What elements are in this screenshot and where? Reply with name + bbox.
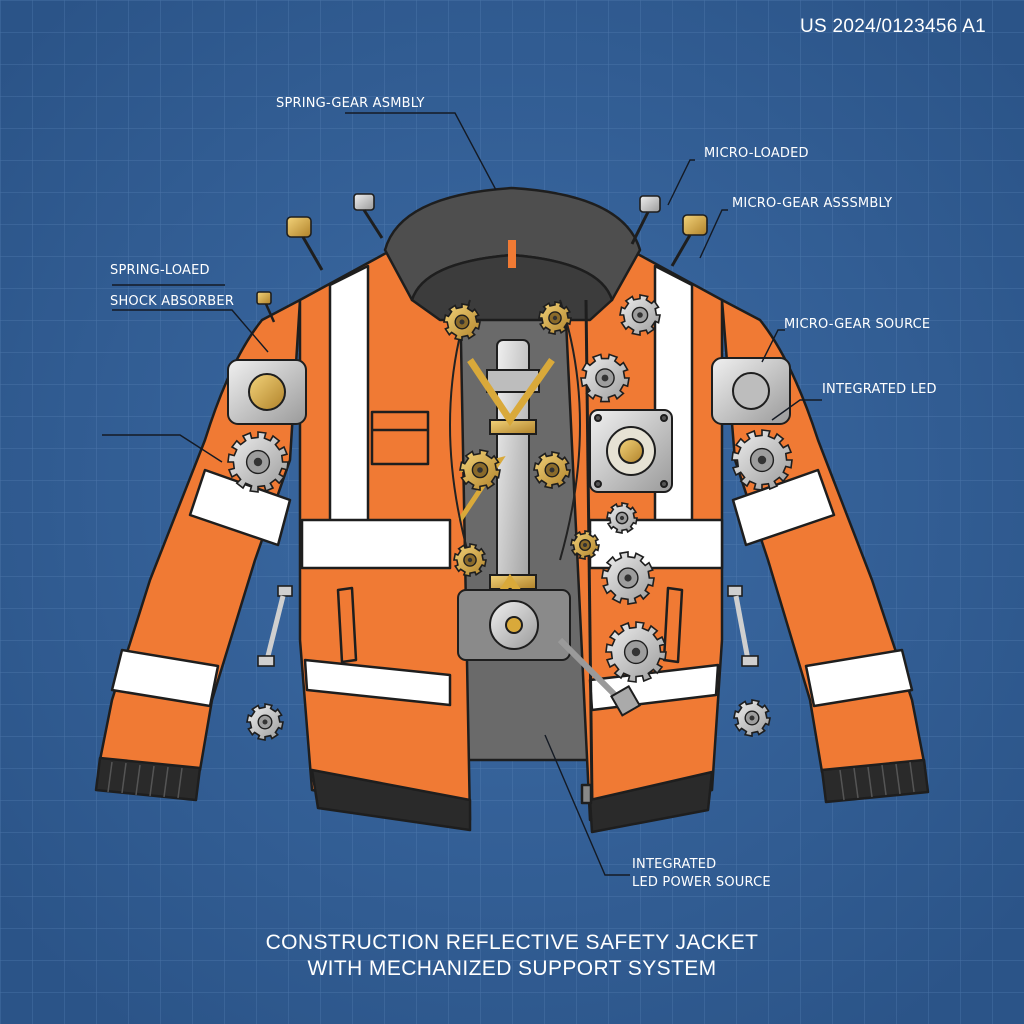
left-sleeve-stripe-upper <box>188 468 292 547</box>
screw-brass-right <box>670 214 708 267</box>
pin-left <box>257 585 293 667</box>
leader-integrated-led-power <box>544 734 630 876</box>
floating-gear-left-icon <box>246 703 284 741</box>
right-sleeve-stripe-lower <box>804 648 914 708</box>
small-gear-2-icon <box>570 530 600 560</box>
pin-right <box>727 585 759 667</box>
figure-title-line1: CONSTRUCTION REFLECTIVE SAFETY JACKET <box>265 931 759 954</box>
screw-top-right <box>630 195 661 245</box>
floating-gear-right-icon <box>733 699 771 737</box>
small-gear-1-icon <box>606 502 638 534</box>
leader-spring-gear-assembly <box>345 112 497 191</box>
patent-number: US 2024/0123456 A1 <box>799 16 986 37</box>
left-hip-stripe <box>303 658 452 707</box>
chest-gear-2-icon <box>619 294 661 336</box>
mechanism <box>449 299 673 717</box>
chest-gear-1-icon <box>580 353 630 403</box>
left-waist-stripe <box>300 518 452 570</box>
hem-band <box>310 768 472 832</box>
collar-gear-right-icon <box>538 301 572 335</box>
floating-parts <box>256 193 759 667</box>
callout-shock-absorber: SHOCK ABSORBER <box>110 294 235 309</box>
left-vertical-stripe <box>328 264 370 542</box>
leader-integrated-led <box>771 399 822 421</box>
lower-gear-icon <box>605 621 667 683</box>
collar-tab <box>508 240 516 268</box>
screw-brass-left <box>286 216 324 271</box>
figure-title-line2: WITH MECHANIZED SUPPORT SYSTEM <box>307 957 717 980</box>
right-arm-gear-icon <box>731 429 793 491</box>
collar-gear-left-icon <box>443 303 481 341</box>
callout-micro-gear-source: MICRO-GEAR SOURCE <box>784 317 931 332</box>
leader-micro-gear-source <box>761 329 785 363</box>
leader-left-blank <box>102 434 223 463</box>
callout-spring-loaded: SPRING-LOAED <box>110 263 210 278</box>
right-lower-pocket <box>662 586 684 664</box>
leader-lines <box>102 112 822 876</box>
callout-integrated-led-power-line1: INTEGRATED <box>632 857 717 872</box>
left-lower-pocket <box>336 586 358 664</box>
right-sleeve-stripe-upper <box>731 468 836 547</box>
zipper-pull <box>580 783 593 805</box>
right-vertical-stripe <box>653 264 694 542</box>
callout-spring-gear-assembly: SPRING-GEAR ASMBLY <box>276 96 425 111</box>
callout-micro-loaded: MICRO-LOADED <box>704 146 809 161</box>
shoulder-modules <box>227 357 791 425</box>
callout-integrated-led-power-line2: LED POWER SOURCE <box>632 875 771 890</box>
screw-small-left <box>256 291 276 323</box>
chest-pocket <box>370 410 430 466</box>
callout-integrated-led: INTEGRATED LED <box>822 382 937 397</box>
spine-gear-right-icon <box>533 451 571 489</box>
mid-gear-icon <box>601 551 655 605</box>
right-cuff <box>820 758 930 804</box>
screw-top-left <box>353 193 384 239</box>
gear-set <box>227 294 793 741</box>
leader-micro-gear-assembly <box>699 209 728 259</box>
leader-shock-absorber <box>112 309 269 353</box>
left-arm-gear-icon <box>227 431 289 493</box>
callout-micro-gear-assembly: MICRO-GEAR ASSSMBLY <box>732 196 893 211</box>
left-sleeve-stripe-lower <box>110 648 220 708</box>
spine-gear-left-icon <box>459 449 501 491</box>
leader-micro-loaded <box>667 159 695 206</box>
hem-band-right <box>588 770 714 834</box>
lower-left-gear-icon <box>453 543 487 577</box>
